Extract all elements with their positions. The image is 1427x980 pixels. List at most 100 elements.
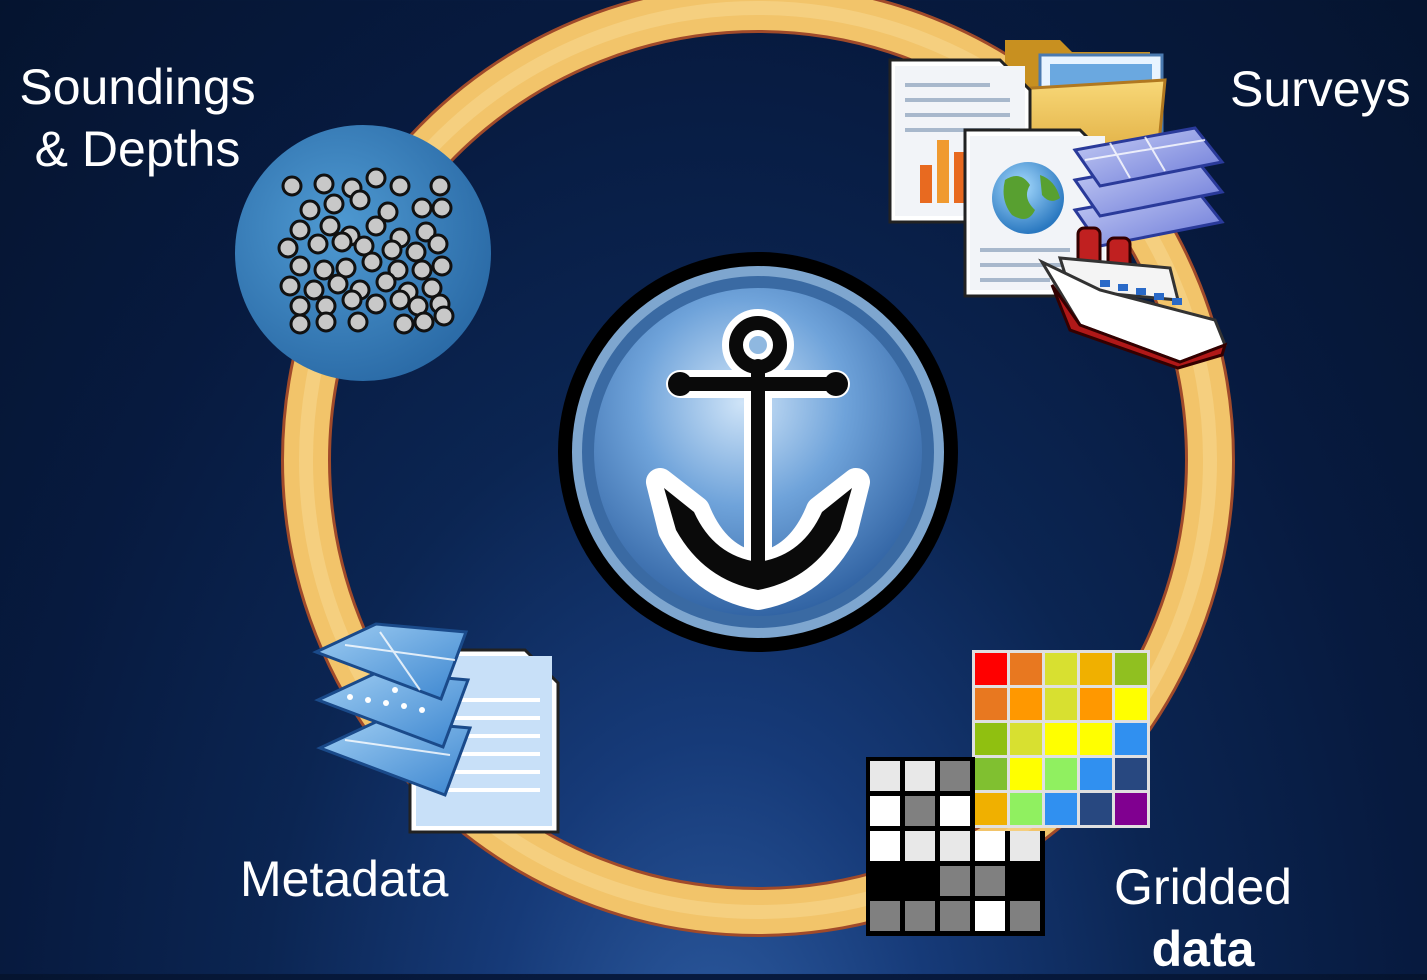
sounding-dot [289, 295, 311, 317]
gray-grid-cell [1010, 901, 1040, 931]
sounding-dot [431, 197, 453, 219]
sounding-dot [299, 199, 321, 221]
color-grid-cell [1115, 723, 1147, 755]
sounding-dot [313, 173, 335, 195]
sounding-dot [315, 311, 337, 333]
anchor-icon [558, 252, 958, 652]
sounding-dot [303, 279, 325, 301]
gray-grid-cell [905, 831, 935, 861]
sounding-dot [289, 313, 311, 335]
sounding-dot [347, 311, 369, 333]
gray-grid-cell [870, 831, 900, 861]
ship-icon [1038, 226, 1228, 370]
sounding-dot [361, 251, 383, 273]
gray-grid-cell [940, 831, 970, 861]
sounding-dot [353, 235, 375, 257]
soundings-label-line2: & Depths [34, 121, 241, 177]
sounding-dot [431, 255, 453, 277]
gray-grid-cell [905, 866, 935, 896]
color-grid-cell [1010, 723, 1042, 755]
sounding-dot [389, 175, 411, 197]
sounding-dot [327, 273, 349, 295]
gray-grid-cell [905, 901, 935, 931]
color-grid-cell [975, 758, 1007, 790]
sounding-dot [313, 259, 335, 281]
sounding-dot [289, 219, 311, 241]
sounding-dot [427, 233, 449, 255]
sounding-dot [381, 239, 403, 261]
sounding-dot [433, 305, 455, 327]
sounding-dot [389, 289, 411, 311]
sounding-dot [281, 175, 303, 197]
sounding-dot [377, 201, 399, 223]
color-grid-cell [1115, 688, 1147, 720]
gray-grid-cell [975, 866, 1005, 896]
sounding-dot [319, 215, 341, 237]
sounding-dot [411, 197, 433, 219]
gridded-label-line1: Gridded [1114, 859, 1292, 915]
sounding-dot [421, 277, 443, 299]
metadata-label: Metadata [240, 851, 449, 907]
gridded-label: Gridded data [1098, 856, 1308, 980]
sounding-dot [375, 271, 397, 293]
color-grid-cell [1115, 653, 1147, 685]
survey-documents-ship-icon [888, 40, 1228, 370]
sounding-dot [411, 259, 433, 281]
gray-grid-cell [940, 761, 970, 791]
color-grid-cell [975, 653, 1007, 685]
metadata-layers-document-icon [312, 622, 560, 834]
color-grid-cell [1080, 793, 1112, 825]
sounding-dot [289, 255, 311, 277]
color-grid-cell [1115, 793, 1147, 825]
color-grid-cell [1080, 653, 1112, 685]
color-grid-cell [1115, 758, 1147, 790]
survey-layers-icon [1072, 126, 1225, 248]
surveys-label: Surveys [1230, 61, 1411, 117]
cycle-ring [281, 0, 1235, 937]
gray-grid-cell [905, 761, 935, 791]
gray-grid-cell [870, 866, 900, 896]
sounding-dot [429, 175, 451, 197]
gridded-label-line2: data [1098, 918, 1308, 980]
sounding-dot [331, 231, 353, 253]
color-grid-cell [1080, 758, 1112, 790]
color-grid-cell [1045, 723, 1077, 755]
color-grid-cell [975, 793, 1007, 825]
color-grid-cell [1080, 723, 1112, 755]
sounding-dot [365, 167, 387, 189]
sounding-dot [365, 293, 387, 315]
sounding-dot [349, 189, 371, 211]
sounding-dot [405, 241, 427, 263]
gray-grid-cell [940, 796, 970, 826]
color-grid-cell [1010, 653, 1042, 685]
gray-grid-cell [870, 761, 900, 791]
sounding-dot [415, 221, 437, 243]
sounding-dot [323, 193, 345, 215]
gray-grid-cell [1010, 831, 1040, 861]
gray-grid-cell [975, 901, 1005, 931]
soundings-label-line1: Soundings [19, 59, 256, 115]
raster-grid-icon [866, 650, 1150, 936]
soundings-label: Soundings & Depths [10, 56, 265, 180]
soundings-dots-icon [235, 125, 491, 381]
sounding-dot [307, 233, 329, 255]
color-grid-cell [975, 688, 1007, 720]
gray-grid-cell [905, 796, 935, 826]
sounding-dot [277, 237, 299, 259]
sounding-dot [393, 313, 415, 335]
color-grid-cell [1045, 688, 1077, 720]
color-grid-cell [975, 723, 1007, 755]
gray-grid-cell [940, 866, 970, 896]
sounding-dot [279, 275, 301, 297]
gray-grid-cell [870, 796, 900, 826]
sounding-dot [413, 311, 435, 333]
sounding-dot [341, 289, 363, 311]
gray-grid-cell [1010, 866, 1040, 896]
gray-grid-cell [975, 831, 1005, 861]
gray-grid-cell [870, 901, 900, 931]
gridded-label-line2-text: data [1151, 921, 1255, 977]
color-grid-cell [1010, 758, 1042, 790]
color-grid-cell [1010, 793, 1042, 825]
color-grid-cell [1010, 688, 1042, 720]
color-grid-cell [1045, 793, 1077, 825]
